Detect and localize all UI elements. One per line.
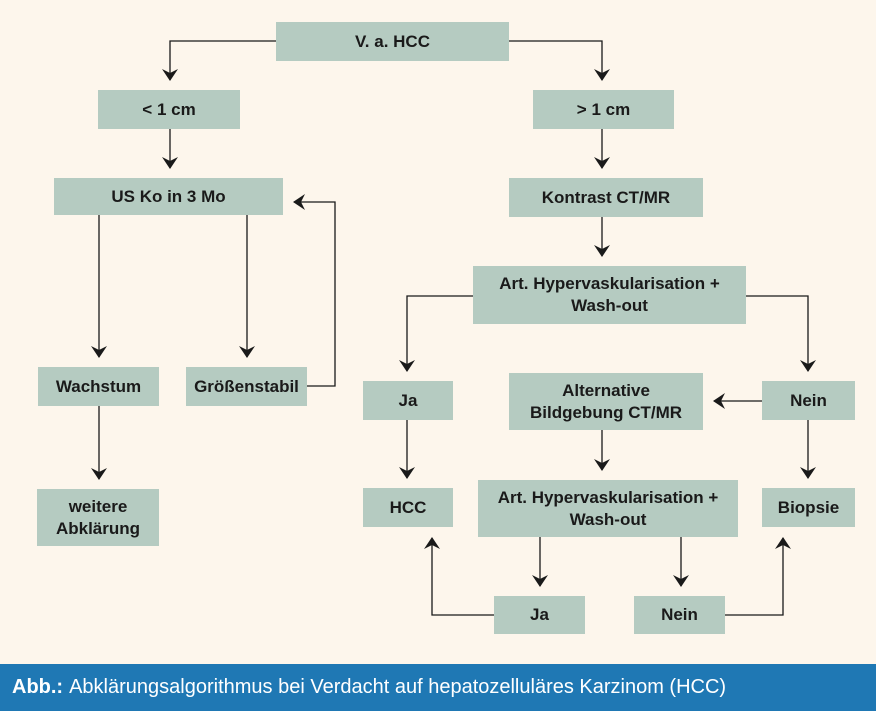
node-growth: Wachstum <box>38 367 159 406</box>
caption-label: Abb.: <box>12 676 64 698</box>
edge-yes2-to-hcc <box>424 537 494 616</box>
node-hcc: HCC <box>363 488 453 527</box>
node-yes-1: Ja <box>363 381 453 420</box>
figure-caption: Abb.: Abklärungsalgorithmus bei Verdacht… <box>0 664 876 711</box>
node-yes-2: Ja <box>494 596 585 634</box>
node-hypervascularisation-2: Art. Hypervaskularisation + Wash-out <box>478 480 738 537</box>
edge-hyper1-to-no1 <box>746 295 816 372</box>
node-size-below-1cm: < 1 cm <box>98 90 240 129</box>
node-hypervascularisation-1: Art. Hypervaskularisation + Wash-out <box>473 266 746 324</box>
edge-root-to-lt1 <box>162 40 276 81</box>
node-size-stable: Größenstabil <box>186 367 307 406</box>
flowchart-connectors <box>91 40 816 616</box>
node-us-control-3mo: US Ko in 3 Mo <box>54 178 283 215</box>
edge-root-to-gt1 <box>509 40 610 81</box>
node-no-1: Nein <box>762 381 855 420</box>
node-size-above-1cm: > 1 cm <box>533 90 674 129</box>
node-suspected-hcc: V. a. HCC <box>276 22 509 61</box>
node-no-2: Nein <box>634 596 725 634</box>
node-biopsy: Biopsie <box>762 488 855 527</box>
edge-stable-loop-to-us <box>293 194 336 387</box>
caption-text: Abklärungsalgorithmus bei Verdacht auf h… <box>69 676 727 698</box>
edge-hyper1-to-yes1 <box>399 295 473 372</box>
node-further-workup: weitere Abklärung <box>37 489 159 546</box>
node-alternative-imaging: Alternative Bildgebung CT/MR <box>509 373 703 430</box>
edge-no2-to-biopsy <box>725 537 791 616</box>
flowchart: V. a. HCC < 1 cm > 1 cm US Ko in 3 Mo Ko… <box>37 22 855 634</box>
node-contrast-ct-mr: Kontrast CT/MR <box>509 178 703 217</box>
